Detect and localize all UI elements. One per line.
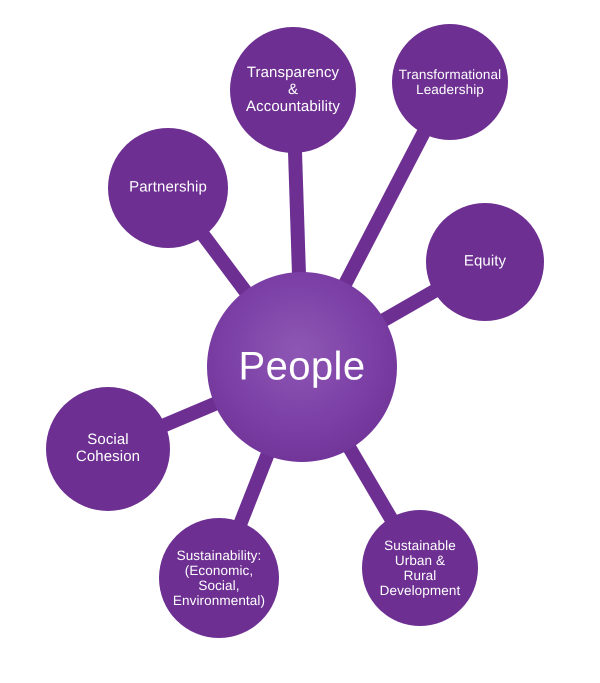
node-sustainability[interactable]	[159, 518, 279, 638]
node-circle-partnership[interactable]	[108, 128, 228, 248]
node-circle-transparency-accountability[interactable]	[230, 27, 356, 153]
node-equity[interactable]	[426, 203, 544, 321]
node-circle-people[interactable]	[207, 272, 397, 462]
node-circle-sustainability[interactable]	[159, 518, 279, 638]
node-people[interactable]	[207, 272, 397, 462]
node-sustainable-urban-rural-development[interactable]	[362, 510, 478, 626]
node-layer	[46, 24, 544, 638]
node-transparency-accountability[interactable]	[230, 27, 356, 153]
node-social-cohesion[interactable]	[46, 387, 170, 511]
node-partnership[interactable]	[108, 128, 228, 248]
node-transformational-leadership[interactable]	[392, 24, 508, 140]
node-circle-social-cohesion[interactable]	[46, 387, 170, 511]
node-circle-transformational-leadership[interactable]	[392, 24, 508, 140]
node-circle-equity[interactable]	[426, 203, 544, 321]
node-circle-sustainable-urban-rural-development[interactable]	[362, 510, 478, 626]
